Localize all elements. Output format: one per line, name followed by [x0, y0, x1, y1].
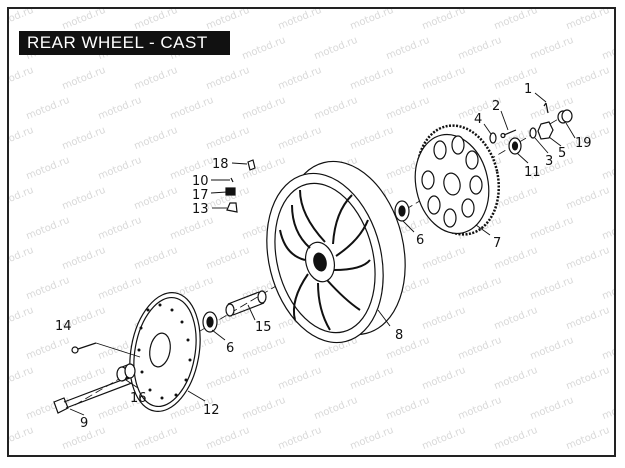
axle-cap	[557, 109, 573, 124]
sprocket-bearing	[508, 137, 522, 155]
callout-6-right: 6	[416, 233, 424, 248]
callout-19: 19	[575, 136, 592, 151]
callout-7: 7	[493, 236, 501, 251]
valve-core	[230, 177, 234, 183]
valve-cap	[225, 187, 236, 196]
wheel-bearing-right	[394, 200, 410, 222]
cotter-pin	[500, 129, 517, 139]
callout-16: 16	[130, 391, 147, 406]
callout-8: 8	[395, 328, 403, 343]
callout-14: 14	[55, 319, 72, 334]
valve-nut	[226, 202, 238, 213]
brake-rotor	[129, 292, 201, 412]
callout-12: 12	[203, 403, 220, 418]
callout-13: 13	[192, 202, 209, 217]
bearing-spacer	[225, 290, 267, 317]
callout-5: 5	[558, 146, 566, 161]
cast-wheel	[266, 160, 406, 344]
callout-4: 4	[474, 112, 482, 127]
rotor-spacer	[116, 363, 136, 382]
retaining-clip	[543, 102, 549, 114]
axle-nut	[537, 121, 554, 140]
callout-2: 2	[492, 99, 500, 114]
callout-3: 3	[545, 154, 553, 169]
callout-6-left: 6	[226, 341, 234, 356]
rotor-screw	[71, 342, 141, 358]
callout-10: 10	[192, 174, 209, 189]
callout-11: 11	[524, 165, 541, 180]
page-title: REAR WHEEL - CAST	[19, 31, 230, 55]
callout-18: 18	[212, 157, 229, 172]
rear-sprocket	[414, 124, 501, 236]
callout-labels: 1 2 3 4 5 6 6 7 8 9 10 11 12 13 14 15 16…	[55, 82, 592, 431]
callout-15: 15	[255, 320, 272, 335]
callout-17: 17	[192, 188, 209, 203]
washer	[489, 132, 497, 144]
callout-9: 9	[80, 416, 88, 431]
axle-washer	[529, 127, 537, 139]
callout-1: 1	[524, 82, 532, 97]
wheel-bearing-left	[202, 311, 218, 333]
valve-stem	[247, 159, 256, 171]
